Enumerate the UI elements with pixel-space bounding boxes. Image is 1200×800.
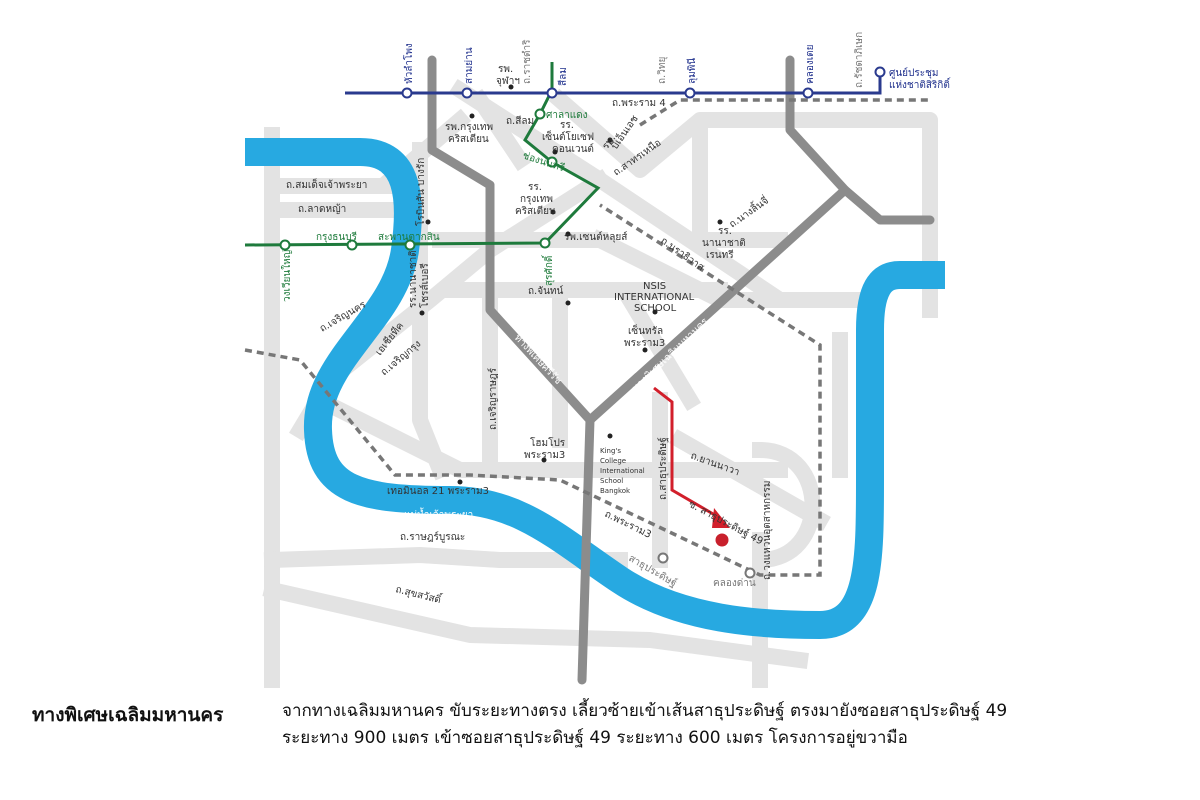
poi-bcc-1: รร.	[528, 182, 542, 193]
poi-rain-tree-3: เรนทรี	[706, 249, 734, 261]
station-label-lumphini: ลุมพินี	[686, 58, 698, 84]
poi-terminal21: เทอมินอล 21 พระราม3	[387, 486, 489, 497]
road-label-rama4: ถ.พระราม 4	[612, 98, 666, 109]
railway-lines	[244, 98, 930, 577]
poi-kings-college-1: King's	[600, 447, 621, 455]
directions-title: ทางพิเศษเฉลิมมหานคร	[32, 704, 224, 726]
station-label-sala-daeng: ศาลาแดง	[546, 110, 588, 121]
poi-central-rama3-2: พระราม3	[624, 338, 665, 349]
poi-kings-college-3: International	[600, 467, 645, 475]
poi-bcc-2: กรุงเทพ	[520, 194, 553, 205]
poi-chula-hospital-2: จุฬาฯ	[496, 75, 520, 87]
poi-bkk-christian-hospital-2: คริสเตียน	[448, 133, 489, 145]
road-label-somdet: ถ.สมเด็จเจ้าพระยา	[286, 177, 367, 191]
station-label-qsncc: ศูนย์ประชุม	[889, 67, 939, 79]
poi-shrewsbury-2: โชรส์เบอรี	[418, 263, 431, 308]
poi-kings-college-4: School	[600, 477, 623, 485]
poi-central-rama3-1: เซ็นทรัล	[628, 323, 663, 337]
road-label-witthayu: ถ.วิทยุ	[657, 57, 668, 84]
road-label-rajadamri: ถ.ราชดำริ	[522, 39, 533, 84]
road-label-silom: ถ.สีลม	[506, 115, 534, 127]
route-to-project	[653, 386, 730, 528]
poi-shrewsbury-1: รร.นานาชาติ	[408, 250, 419, 308]
poi-kings-college-2: College	[600, 457, 626, 465]
poi-nsis-1: NSIS	[643, 281, 666, 292]
minor-roads	[262, 78, 938, 688]
road-label-chan: ถ.จันทน์	[528, 285, 564, 297]
poi-st-joseph-1: รร.	[560, 120, 574, 131]
expressways	[427, 55, 935, 685]
road-label-nang-linchi: ถ.นางลิ้นจี่	[726, 193, 771, 231]
station-label-wongwian-yai: วงเวียนใหญ่	[281, 250, 293, 302]
station-label-hua-lamphong: หัวลำโพง	[402, 43, 415, 84]
road-label-industrial-ring: ถ.วงแหวนอุตสาหกรรม	[762, 481, 773, 580]
station-label-sam-yan: สามย่าน	[464, 47, 475, 84]
directions-footer: ทางพิเศษเฉลิมมหานคร จากทางเฉลิมมหานคร ขั…	[0, 690, 1200, 800]
road-label-sathu-pradit: ถ.สาธุประดิษฐ์	[657, 437, 669, 500]
station-label-silom: สีลม	[557, 67, 569, 86]
road-label-suksawat: ถ.สุขสวัสดิ์	[394, 581, 444, 606]
station-label-khlong-toei: คลองเตย	[805, 45, 816, 84]
poi-kings-college-5: Bangkok	[600, 487, 631, 495]
road-label-ratchadaphisek: ถ.รัชดาภิเษก	[854, 32, 865, 88]
directions-line-2: ระยะทาง 900 เมตร เข้าซอยสาธุประดิษฐ์ 49 …	[282, 728, 908, 748]
poi-rain-tree-2: นานาชาติ	[702, 238, 746, 249]
poi-homepro-1: โฮมโปร	[530, 436, 566, 449]
poi-dots	[419, 84, 723, 485]
location-map: หัวลำโพง สามย่าน สีลม ลุมพินี คลองเตย ศู…	[244, 32, 951, 688]
station-label-saphan-taksin: สะพานตากสิน	[378, 232, 440, 243]
poi-homepro-2: พระราม3	[524, 450, 565, 461]
poi-st-joseph-3: คอนเวนต์	[552, 143, 594, 155]
station-label-qsncc-2: แห่งชาติสิริกิติ์	[889, 77, 951, 91]
river-label: แม่น้ำเจ้าพระยา	[404, 507, 473, 521]
road-label-lat-ya: ถ.ลาดหญ้า	[298, 203, 346, 215]
poi-rain-tree-1: รร.	[718, 226, 732, 237]
poi-bcc-3: คริสเตียน	[515, 205, 556, 217]
station-label-krung-thon-buri: กรุงธนบุรี	[316, 231, 358, 243]
stations	[279, 66, 886, 579]
poi-bkk-christian-hospital-1: รพ.กรุงเทพ	[445, 122, 493, 133]
mrt-blue-line	[345, 72, 882, 95]
directions-text: จากทางเฉลิมมหานคร ขับระยะทางตรง เลี้ยวซ้…	[282, 698, 1182, 752]
station-label-surasak: สุรศักดิ์	[541, 254, 555, 286]
poi-chula-hospital-1: รพ.	[498, 64, 513, 75]
project-location-marker[interactable]	[715, 533, 729, 547]
poi-st-louis: รพ.เซนต์หลุยส์	[564, 231, 627, 243]
road-label-charoen-rat: ถ.เจริญราษฎร์	[487, 367, 499, 430]
poi-robinson: โรบินสัน บางรัก	[414, 158, 427, 226]
poi-st-joseph-2: เซ็นต์โยเซฟ	[542, 129, 594, 143]
station-label-khlong-dan: คลองด่าน	[713, 578, 756, 589]
poi-nsis-3: SCHOOL	[634, 303, 677, 314]
directions-line-1: จากทางเฉลิมมหานคร ขับระยะทางตรง เลี้ยวซ้…	[282, 701, 1008, 721]
road-label-rat-burana: ถ.ราษฎร์บูรณะ	[400, 531, 465, 543]
chao-phraya-river	[245, 138, 945, 639]
poi-nsis-2: INTERNATIONAL	[614, 292, 695, 303]
